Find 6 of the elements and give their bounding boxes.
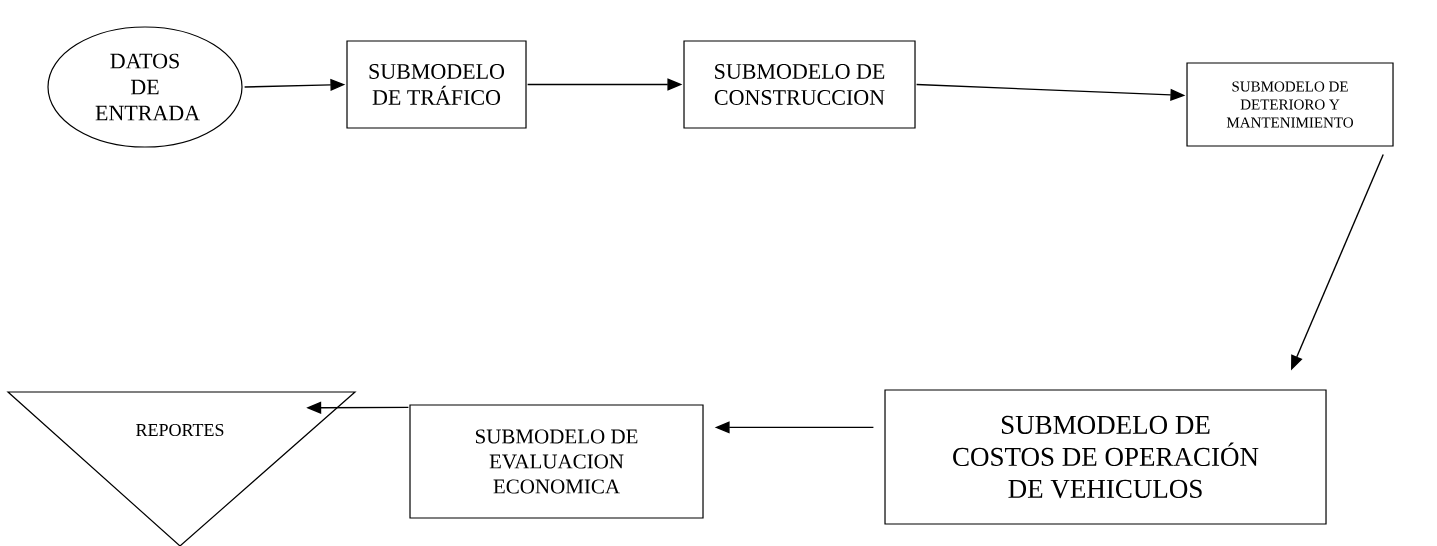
process-box: SUBMODELO DE CONSTRUCCION — [683, 40, 916, 129]
process-box: SUBMODELO DE TRÁFICO — [346, 40, 527, 129]
process-box: SUBMODELO DE EVALUACION ECONOMICA — [409, 404, 704, 519]
process-box: SUBMODELO DE COSTOS DE OPERACIÓN DE VEHICULOS — [884, 389, 1327, 525]
ellipse-node: DATOS DE ENTRADA — [47, 26, 243, 148]
process-box: SUBMODELO DE DETERIORO Y MANTENIMIENTO — [1186, 62, 1394, 147]
